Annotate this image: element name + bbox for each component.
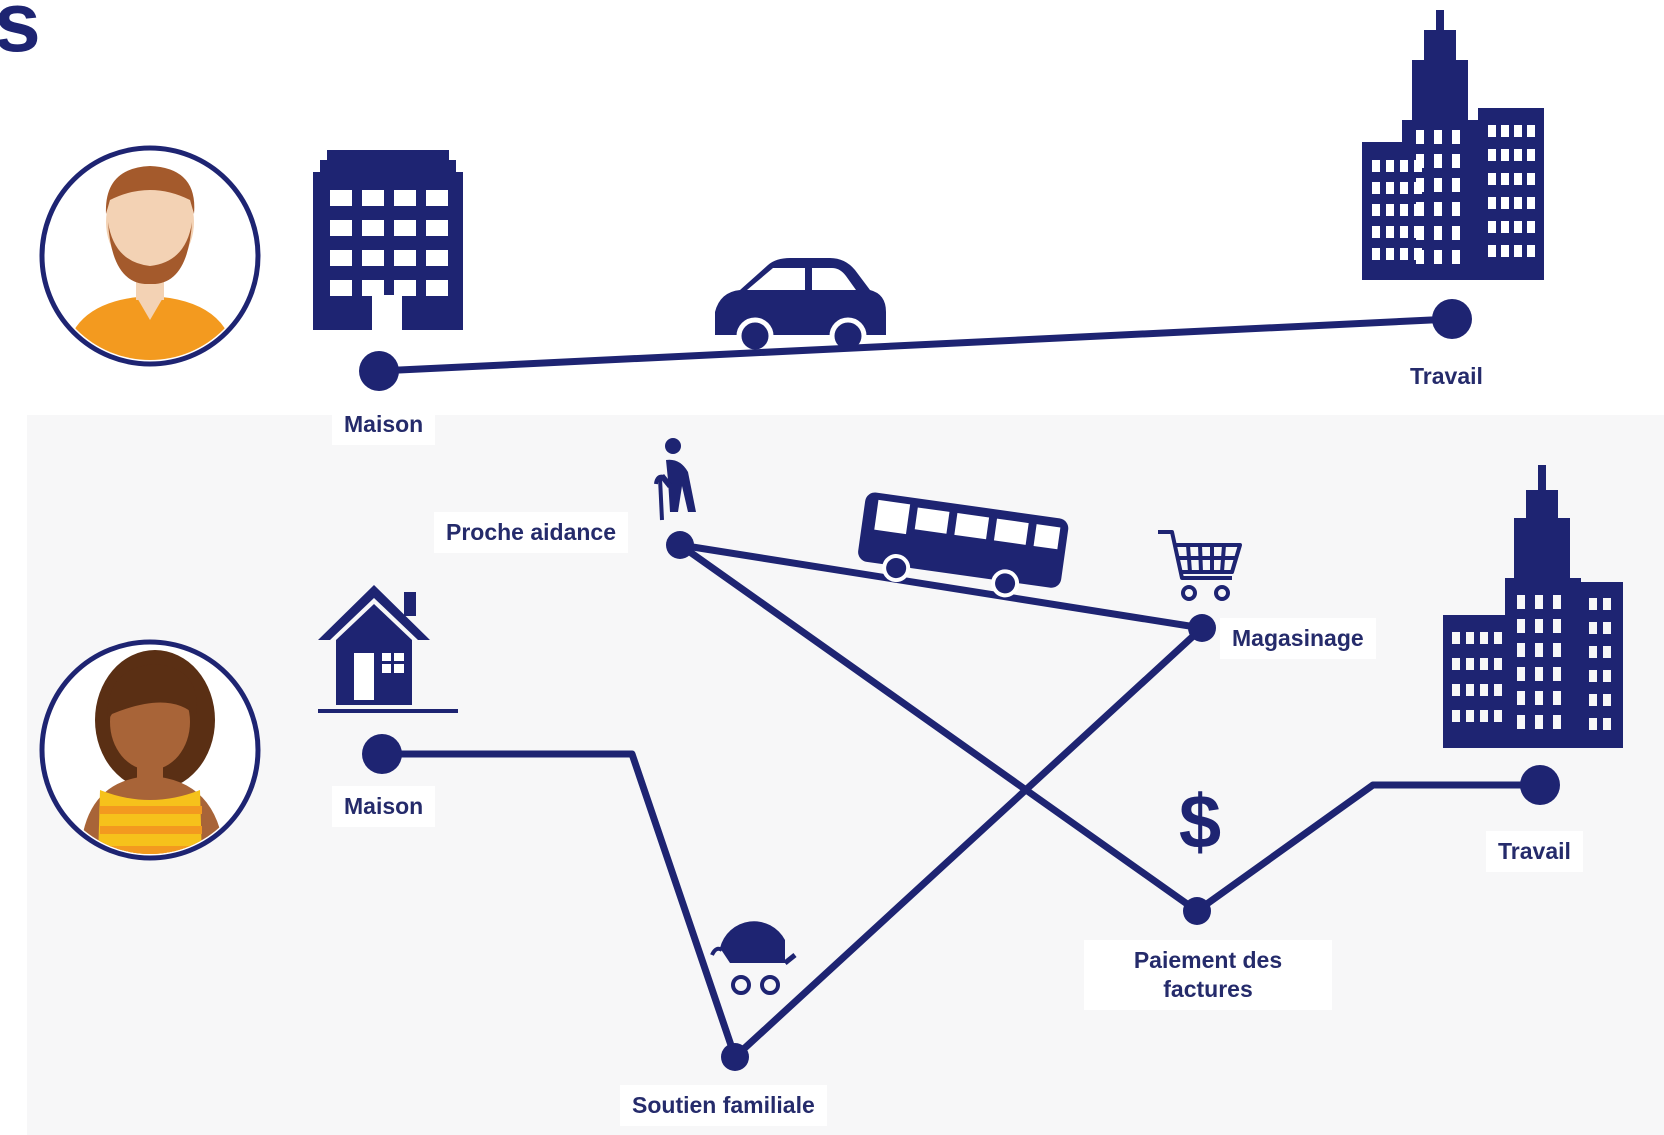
office-towers-icon — [1362, 10, 1544, 280]
woman-scenario-panel — [27, 415, 1664, 1135]
apartment-building-icon — [313, 150, 463, 330]
label-woman-home: Maison — [332, 786, 436, 827]
stop-dot-bills — [1183, 897, 1211, 925]
label-bills-line2: factures — [1163, 975, 1253, 1002]
stop-dot-man-work — [1432, 299, 1472, 339]
label-bills: Paiement des factures — [1084, 940, 1332, 1010]
dollar-icon: $ — [1178, 780, 1222, 865]
elderly-person-icon — [654, 438, 696, 521]
stop-dot-woman-home — [362, 734, 402, 774]
stop-dot-man-home — [359, 351, 399, 391]
label-family-support: Soutien familiale — [620, 1085, 827, 1126]
car-icon — [715, 258, 886, 355]
stop-dot-family-support — [721, 1043, 749, 1071]
office-towers-icon — [1443, 465, 1623, 748]
label-woman-work: Travail — [1486, 831, 1583, 872]
stop-dot-woman-work — [1520, 765, 1560, 805]
man-avatar-icon — [39, 145, 261, 367]
stop-dot-caregiving — [666, 531, 694, 559]
stop-dot-shopping — [1188, 614, 1216, 642]
label-caregiving: Proche aidance — [434, 512, 629, 553]
shopping-cart-icon — [1158, 530, 1242, 601]
label-shopping: Magasinage — [1220, 618, 1376, 659]
heading-fragment: s — [0, 0, 41, 69]
label-man-work: Travail — [1398, 356, 1495, 397]
woman-avatar-icon — [39, 639, 261, 861]
label-man-home: Maison — [332, 404, 436, 445]
house-icon — [318, 585, 458, 713]
bus-icon — [858, 492, 1069, 598]
stroller-icon — [710, 921, 797, 995]
label-bills-line1: Paiement des — [1133, 947, 1283, 973]
